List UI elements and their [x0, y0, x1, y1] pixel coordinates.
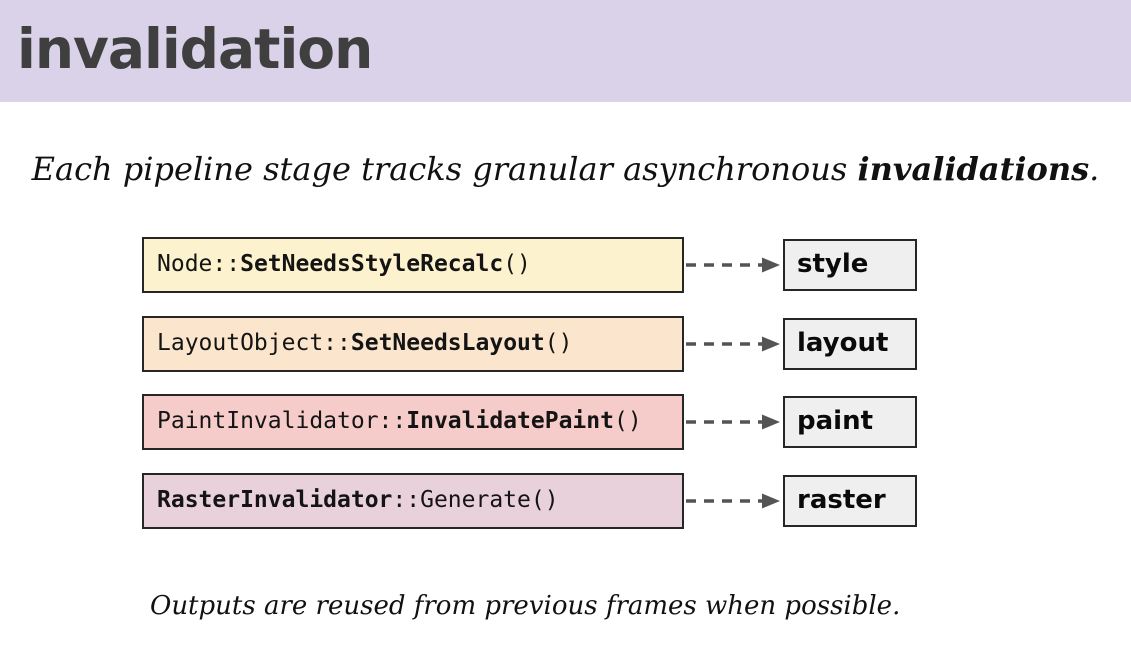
code-text-bold: InvalidatePaint — [406, 408, 614, 434]
code-text: LayoutObject:: — [157, 330, 351, 356]
code-box-paint: PaintInvalidator::InvalidatePaint() — [142, 394, 684, 450]
header-band: invalidation — [0, 0, 1131, 102]
code-text-bold: SetNeedsLayout — [350, 330, 545, 356]
stage-label: layout — [797, 328, 889, 358]
code-box-layout: LayoutObject::SetNeedsLayout() — [142, 316, 684, 372]
pipeline-row-raster: RasterInvalidator::Generate() raster — [142, 473, 917, 529]
pipeline-diagram: Node::SetNeedsStyleRecalc() style Layout… — [142, 237, 917, 529]
pipeline-row-layout: LayoutObject::SetNeedsLayout() layout — [142, 316, 917, 372]
stage-box-paint: paint — [783, 396, 917, 448]
stage-label: paint — [797, 406, 874, 436]
dashed-arrow-icon — [686, 414, 780, 430]
code-text: PaintInvalidator:: — [157, 408, 407, 434]
subtitle-emphasis: invalidations — [857, 150, 1090, 188]
code-text: ::Generate() — [392, 487, 559, 513]
dashed-arrow-icon — [686, 493, 780, 509]
stage-box-raster: raster — [783, 475, 917, 527]
stage-label: raster — [797, 485, 886, 515]
stage-box-style: style — [783, 239, 917, 291]
dashed-arrow-icon — [686, 336, 780, 352]
code-text-bold: SetNeedsStyleRecalc — [240, 251, 504, 277]
page-title: invalidation — [17, 17, 373, 81]
stage-box-layout: layout — [783, 318, 917, 370]
code-text: () — [613, 408, 642, 434]
code-text: Node:: — [157, 251, 241, 277]
code-text: () — [503, 251, 531, 277]
stage-label: style — [797, 249, 869, 279]
dashed-arrow-icon — [686, 257, 780, 273]
subtitle-text: Each pipeline stage tracks granular asyn… — [0, 147, 1131, 191]
code-box-raster: RasterInvalidator::Generate() — [142, 473, 684, 529]
code-text-bold: RasterInvalidator — [157, 487, 393, 513]
subtitle-prefix: Each pipeline stage tracks granular asyn… — [31, 150, 858, 188]
footer-caption: Outputs are reused from previous frames … — [150, 591, 901, 621]
pipeline-row-style: Node::SetNeedsStyleRecalc() style — [142, 237, 917, 293]
subtitle-suffix: . — [1089, 150, 1100, 188]
pipeline-row-paint: PaintInvalidator::InvalidatePaint() pain… — [142, 394, 917, 450]
code-box-style: Node::SetNeedsStyleRecalc() — [142, 237, 684, 293]
code-text: () — [544, 330, 573, 356]
